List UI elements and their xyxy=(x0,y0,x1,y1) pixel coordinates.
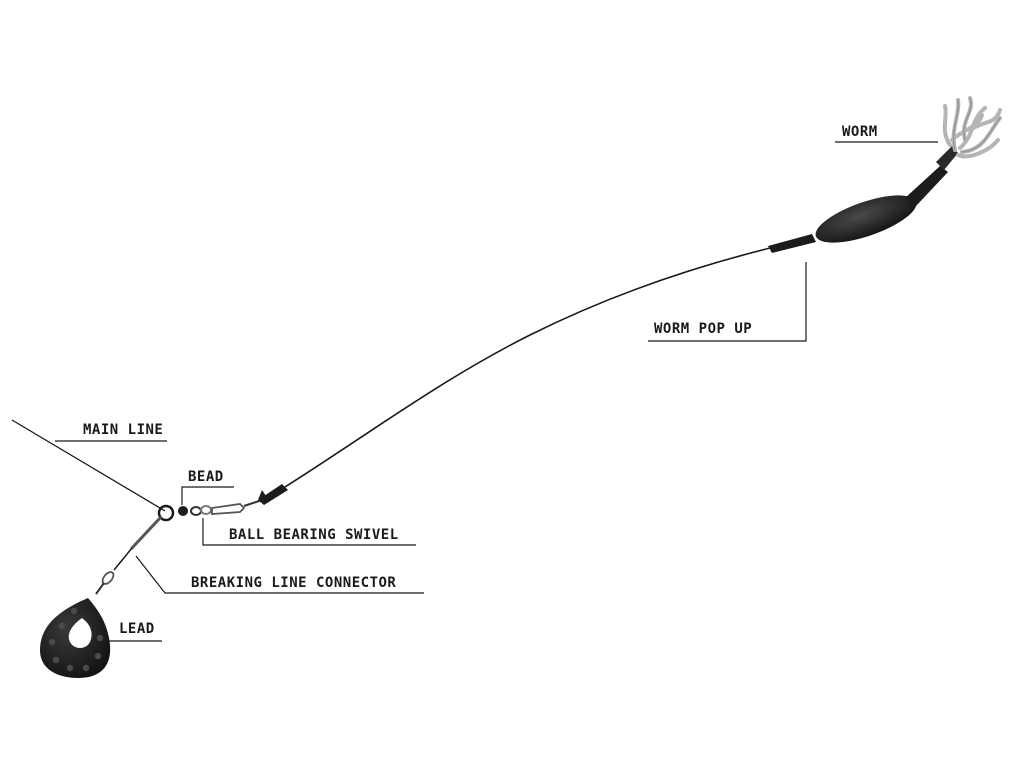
main-line-label: MAIN LINE xyxy=(83,422,164,438)
worm-label: WORM xyxy=(842,124,878,140)
connector-leader xyxy=(135,555,424,594)
worm xyxy=(942,96,1002,159)
lead-label: LEAD xyxy=(119,621,155,637)
swivel-ring xyxy=(157,504,175,522)
bead-label: BEAD xyxy=(188,469,224,485)
worm-pop-up-label: WORM POP UP xyxy=(654,321,753,337)
hook-link xyxy=(284,247,771,488)
anti-tangle-sleeve xyxy=(258,484,288,505)
breaking-line-connector-label: BREAKING LINE CONNECTOR xyxy=(191,575,397,591)
worm-pop-up xyxy=(768,146,958,253)
swivel-leader xyxy=(202,518,416,546)
ball-bearing-swivel-label: BALL BEARING SWIVEL xyxy=(229,527,399,543)
ball-bearing-swivel-shape xyxy=(190,499,263,516)
bead-leader xyxy=(181,486,234,505)
worm-pop-up-leader xyxy=(648,262,807,342)
main-line xyxy=(11,419,166,512)
breaking-line-connector-shape xyxy=(95,571,115,595)
lead-weight xyxy=(40,598,111,678)
bead-shape xyxy=(178,506,188,516)
